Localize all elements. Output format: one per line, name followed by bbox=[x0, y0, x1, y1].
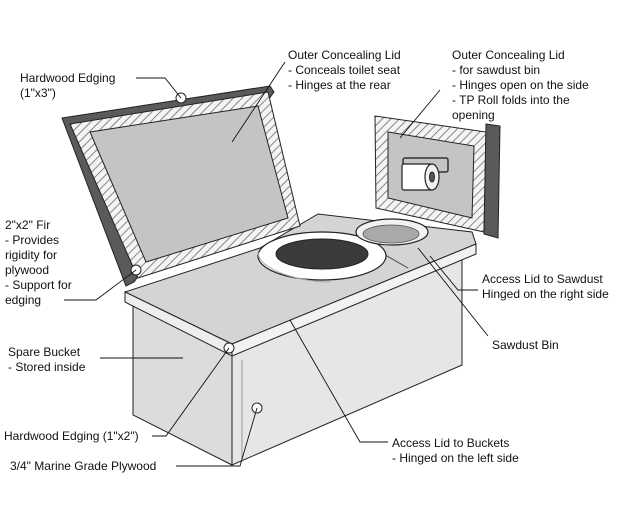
outer-lid-toilet bbox=[61, 85, 301, 287]
label-hardwood-edging-1x2: Hardwood Edging (1"x2") bbox=[4, 429, 139, 443]
label-access-lid-sawdust: Access Lid to Sawdust Hinged on the righ… bbox=[482, 272, 609, 301]
tp-roll bbox=[401, 157, 449, 191]
side-lid-edge-dark bbox=[483, 123, 501, 239]
label-outer-lid-toilet: Outer Concealing Lid - Conceals toilet s… bbox=[288, 48, 401, 92]
label-sawdust-bin: Sawdust Bin bbox=[492, 338, 559, 352]
lid-panel bbox=[89, 105, 289, 263]
label-hardwood-edging-1x3: Hardwood Edging (1"x3") bbox=[20, 71, 116, 100]
outer-lid-sawdust bbox=[374, 115, 501, 239]
label-fir-2x2: 2"x2" Fir - Provides rigidity for plywoo… bbox=[5, 218, 72, 307]
leader-lines bbox=[64, 61, 489, 467]
label-spare-bucket: Spare Bucket - Stored inside bbox=[8, 345, 86, 374]
label-access-lid-buckets: Access Lid to Buckets - Hinged on the le… bbox=[392, 436, 519, 465]
label-marine-plywood: 3/4" Marine Grade Plywood bbox=[10, 459, 157, 473]
toilet-seat bbox=[257, 231, 387, 283]
label-outer-lid-sawdust: Outer Concealing Lid - for sawdust bin -… bbox=[452, 48, 589, 122]
sawdust-bin-opening bbox=[355, 218, 429, 246]
